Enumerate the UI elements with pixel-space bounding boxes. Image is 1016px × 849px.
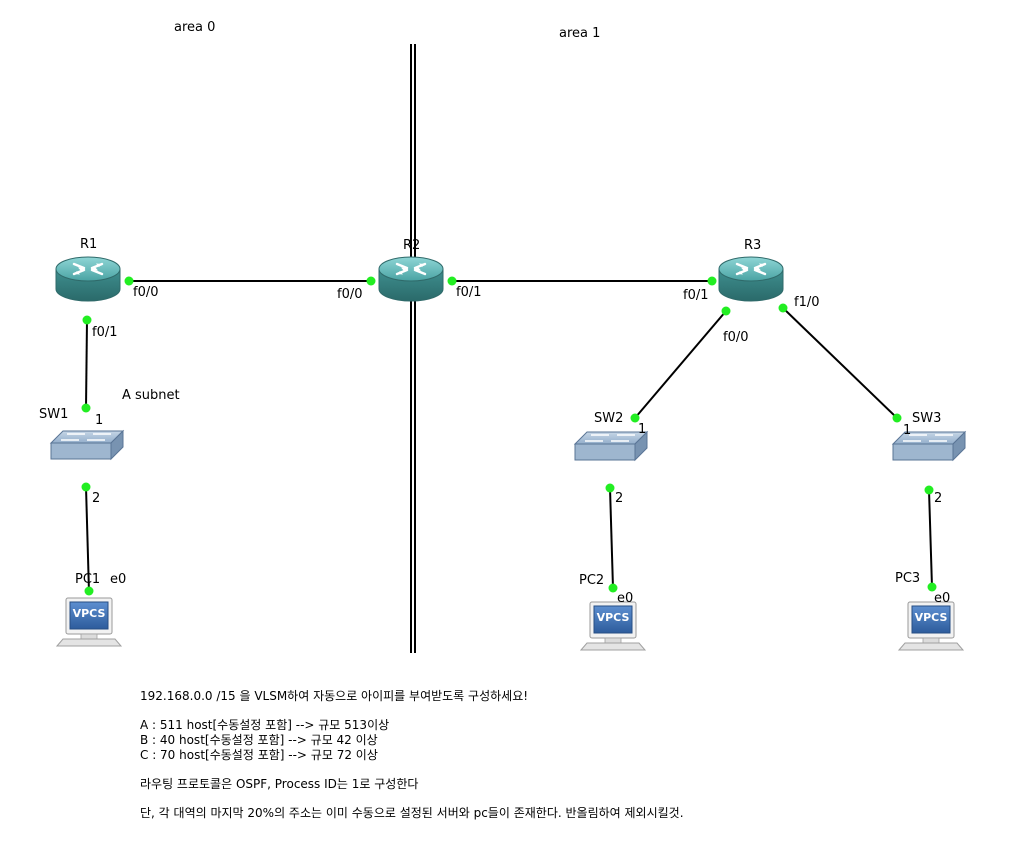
sw2-label: SW2: [594, 411, 623, 426]
link-dot: [721, 306, 731, 316]
r3-label: R3: [744, 238, 761, 253]
r2-label: R2: [403, 238, 420, 253]
note-line-5: 라우팅 프로토콜은 OSPF, Process ID는 1로 구성한다: [140, 777, 419, 791]
link-sw1-pc1[interactable]: [85, 486, 90, 593]
link-dot: [778, 303, 788, 313]
pc2-label: PC2: [579, 573, 604, 588]
area-1-label: area 1: [559, 26, 600, 41]
port-label-sw2-1: 1: [638, 422, 646, 437]
link-dot: [927, 582, 937, 592]
port-label-r1-f01: f0/1: [92, 325, 118, 340]
link-dot: [707, 276, 717, 286]
port-label-pc2-e0: e0: [617, 591, 633, 606]
port-label-r3-f10: f1/0: [794, 295, 820, 310]
vpcs-label: VPCS: [597, 611, 630, 624]
switch-sw2[interactable]: [574, 431, 648, 461]
pc-pc3[interactable]: VPCS: [898, 601, 964, 651]
port-label-r3-f00: f0/0: [723, 330, 749, 345]
vpcs-label: VPCS: [73, 607, 106, 620]
link-dot: [892, 413, 902, 423]
router-r1[interactable]: [54, 255, 122, 303]
area-0-label: area 0: [174, 20, 215, 35]
link-sw3-pc3[interactable]: [928, 489, 933, 588]
link-dot: [924, 485, 934, 495]
pc1-label: PC1: [75, 572, 100, 587]
port-label-r2-f01: f0/1: [456, 285, 482, 300]
router-r2[interactable]: [377, 255, 445, 303]
link-dot: [608, 583, 618, 593]
port-label-sw1-2: 2: [92, 491, 100, 506]
port-label-sw2-2: 2: [615, 491, 623, 506]
port-label-pc1-e0: e0: [110, 572, 126, 587]
task-notes: 192.168.0.0 /15 을 VLSM하여 자동으로 아이피를 부여받도록…: [140, 689, 1000, 821]
note-line-2: A : 511 host[수동설정 포함] --> 규모 513이상: [140, 718, 390, 732]
link-dot: [82, 315, 92, 325]
switch-sw1[interactable]: [50, 430, 124, 460]
a-subnet-annotation: A subnet: [122, 388, 180, 403]
port-label-sw3-1: 1: [903, 423, 911, 438]
link-r3-sw3[interactable]: [782, 307, 898, 419]
port-label-r3-f01: f0/1: [683, 288, 709, 303]
pc-pc1[interactable]: VPCS: [56, 597, 122, 647]
router-r3[interactable]: [717, 255, 785, 303]
link-dot: [630, 413, 640, 423]
note-line-3: B : 40 host[수동설정 포함] --> 규모 42 이상: [140, 733, 378, 747]
pc3-label: PC3: [895, 571, 920, 586]
link-dot: [81, 403, 91, 413]
link-dot: [124, 276, 134, 286]
link-dot: [366, 276, 376, 286]
port-label-r2-f00: f0/0: [337, 287, 363, 302]
r1-label: R1: [80, 237, 97, 252]
note-line-6: 단, 각 대역의 마지막 20%의 주소는 이미 수동으로 설정된 서버와 pc…: [140, 806, 684, 820]
vpcs-label: VPCS: [915, 611, 948, 624]
sw1-label: SW1: [39, 407, 68, 422]
note-line-1: 192.168.0.0 /15 을 VLSM하여 자동으로 아이피를 부여받도록…: [140, 689, 529, 703]
link-dot: [84, 586, 94, 596]
port-label-r1-f00: f0/0: [133, 285, 159, 300]
note-line-4: C : 70 host[수동설정 포함] --> 규모 72 이상: [140, 748, 378, 762]
link-r3-sw2[interactable]: [634, 310, 727, 419]
port-label-sw3-2: 2: [934, 491, 942, 506]
port-label-pc3-e0: e0: [934, 591, 950, 606]
link-dot: [81, 482, 91, 492]
link-dot: [447, 276, 457, 286]
link-r1-sw1[interactable]: [85, 319, 88, 409]
pc-pc2[interactable]: VPCS: [580, 601, 646, 651]
link-dot: [605, 483, 615, 493]
sw3-label: SW3: [912, 411, 941, 426]
link-sw2-pc2[interactable]: [609, 487, 614, 589]
port-label-sw1-1: 1: [95, 413, 103, 428]
